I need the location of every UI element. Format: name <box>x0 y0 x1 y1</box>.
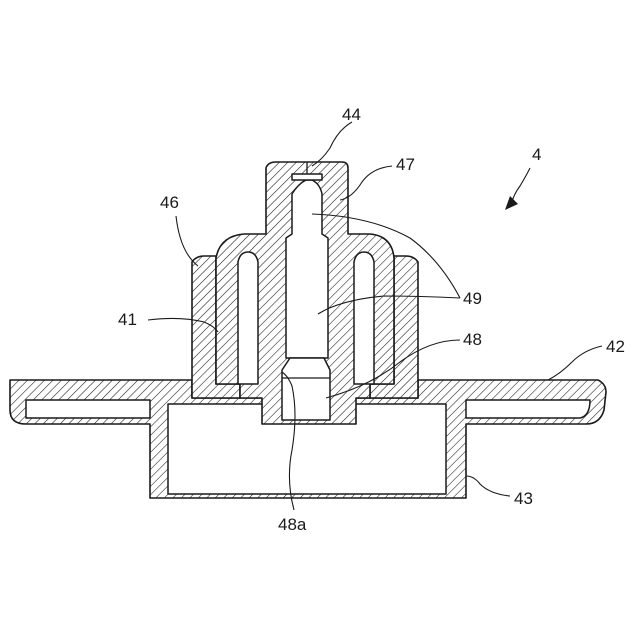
central-bore <box>286 180 328 358</box>
label-48a: 48a <box>278 515 307 534</box>
label-48: 48 <box>463 330 482 349</box>
label-41: 41 <box>118 310 137 329</box>
label-49: 49 <box>463 289 482 308</box>
leader-44 <box>312 122 352 166</box>
label-46: 46 <box>160 193 179 212</box>
label-4: 4 <box>532 145 541 164</box>
label-47: 47 <box>396 155 415 174</box>
top-slot <box>292 174 322 180</box>
arrow-4 <box>512 168 530 202</box>
leader-43 <box>466 476 510 496</box>
arrow-4-head <box>505 196 518 210</box>
label-43: 43 <box>514 489 533 508</box>
right-inner-groove <box>354 252 374 384</box>
chamber <box>282 358 330 420</box>
flange-left-groove <box>26 400 150 418</box>
label-42: 42 <box>606 337 625 356</box>
left-inner-groove <box>238 252 258 384</box>
leader-42 <box>548 346 602 380</box>
flange-right-groove <box>466 400 590 418</box>
label-44: 44 <box>342 105 361 124</box>
